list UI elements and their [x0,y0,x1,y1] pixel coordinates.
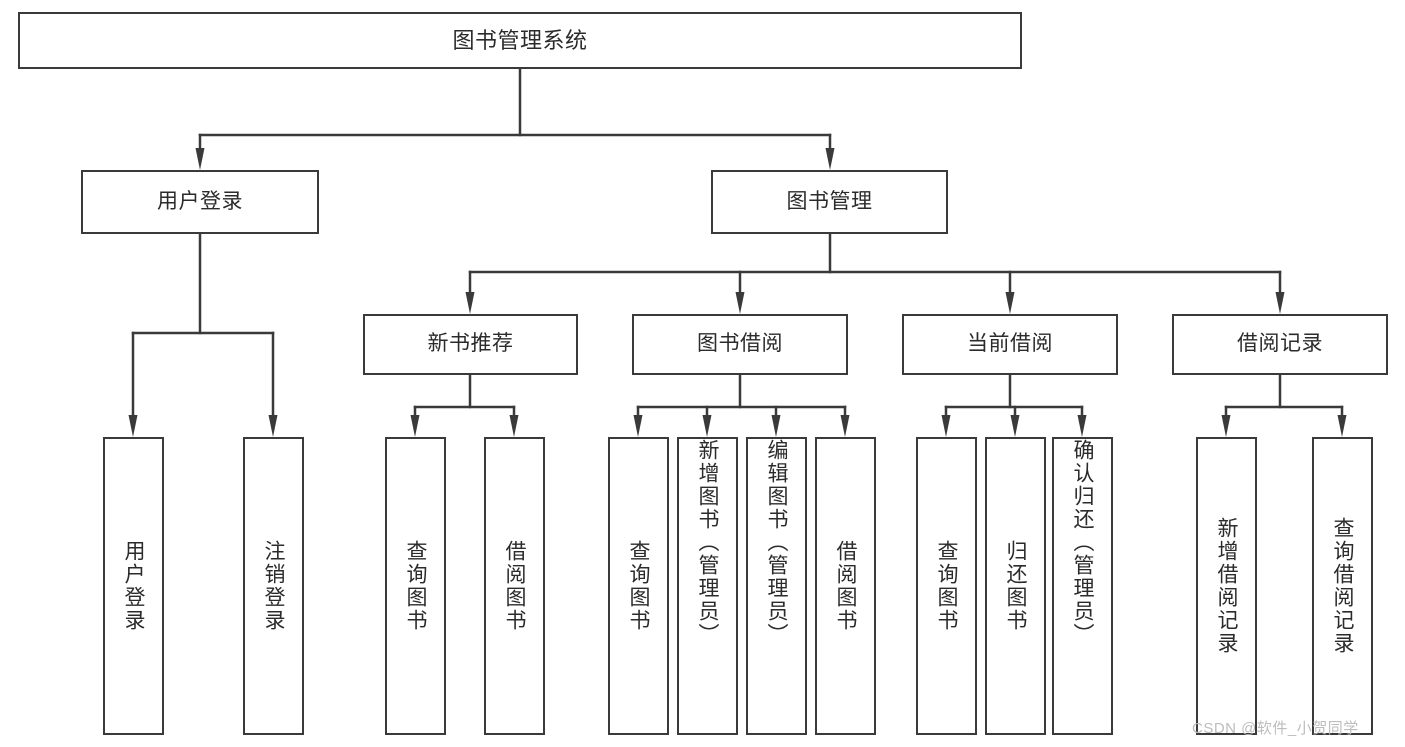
connector-arrowhead-current-borrow-to-leaves-0 [941,415,951,437]
node-root: 图书管理系统 [18,12,1022,69]
connector-arrowhead-book-borrow-to-leaves-3 [840,415,850,437]
node-leaf-confirm-return-admin: 确认归还（管理员） [1052,437,1113,735]
node-label-leaf-query-book-2: 查询图书 [627,540,650,632]
node-leaf-return-book: 归还图书 [985,437,1046,735]
connector-arrowhead-root-to-level1-0 [195,148,205,170]
node-label-user-login: 用户登录 [157,189,243,213]
node-leaf-query-borrow-record: 查询借阅记录 [1312,437,1373,735]
node-label-leaf-add-book-admin: 新增图书（管理员） [696,439,719,646]
connector-arrowhead-borrow-record-to-leaves-1 [1337,415,1347,437]
node-leaf-edit-book-admin: 编辑图书（管理员） [746,437,807,735]
node-label-leaf-query-book-3: 查询图书 [935,540,958,632]
node-label-leaf-query-borrow-record: 查询借阅记录 [1331,517,1354,655]
node-book-management: 图书管理 [711,170,948,234]
connector-arrowhead-root-to-level1-1 [825,148,835,170]
node-leaf-add-borrow-record: 新增借阅记录 [1196,437,1257,735]
connector-arrowhead-book-management-to-level2-3 [1275,292,1285,314]
node-label-root: 图书管理系统 [452,27,588,53]
node-borrow-record: 借阅记录 [1172,314,1388,375]
node-leaf-user-login: 用户登录 [103,437,164,735]
node-leaf-borrow-book-1: 借阅图书 [484,437,545,735]
node-book-borrow: 图书借阅 [632,314,848,375]
node-leaf-borrow-book-2: 借阅图书 [815,437,876,735]
node-label-leaf-user-login: 用户登录 [122,540,145,632]
node-user-login: 用户登录 [81,170,319,234]
connector-arrowhead-book-management-to-level2-0 [465,292,475,314]
node-label-new-book-recommend: 新书推荐 [427,332,514,356]
node-label-book-management: 图书管理 [786,189,873,213]
node-label-leaf-edit-book-admin: 编辑图书（管理员） [765,439,788,646]
node-label-leaf-query-book-1: 查询图书 [404,540,427,632]
node-label-leaf-logout-login: 注销登录 [262,540,285,632]
connector-arrowhead-user-login-to-leaves-0 [128,415,138,437]
node-leaf-query-book-2: 查询图书 [608,437,669,735]
connector-arrowhead-book-borrow-to-leaves-2 [771,415,781,437]
node-label-leaf-return-book: 归还图书 [1004,540,1027,632]
connector-arrowhead-user-login-to-leaves-1 [268,415,278,437]
connector-arrowhead-current-borrow-to-leaves-2 [1077,415,1087,437]
connector-arrowhead-book-borrow-to-leaves-1 [702,415,712,437]
node-label-borrow-record: 借阅记录 [1237,332,1323,356]
node-label-leaf-borrow-book-1: 借阅图书 [503,540,526,632]
node-label-leaf-add-borrow-record: 新增借阅记录 [1215,517,1238,655]
node-current-borrow: 当前借阅 [902,314,1118,375]
node-leaf-query-book-3: 查询图书 [916,437,977,735]
connector-arrowhead-book-management-to-level2-2 [1005,292,1015,314]
node-label-current-borrow: 当前借阅 [967,332,1053,356]
node-leaf-query-book-1: 查询图书 [385,437,446,735]
node-leaf-logout-login: 注销登录 [243,437,304,735]
connector-arrowhead-borrow-record-to-leaves-0 [1221,415,1231,437]
connector-arrowhead-current-borrow-to-leaves-1 [1010,415,1020,437]
connector-arrowhead-new-book-recommend-to-leaves-0 [410,415,420,437]
connector-arrowhead-new-book-recommend-to-leaves-1 [509,415,519,437]
node-leaf-add-book-admin: 新增图书（管理员） [677,437,738,735]
node-label-book-borrow: 图书借阅 [697,332,783,356]
connector-arrowhead-book-management-to-level2-1 [735,292,745,314]
node-label-leaf-borrow-book-2: 借阅图书 [834,540,857,632]
connector-arrowhead-book-borrow-to-leaves-0 [633,415,643,437]
node-new-book-recommend: 新书推荐 [363,314,578,375]
node-label-leaf-confirm-return-admin: 确认归还（管理员） [1071,439,1094,646]
